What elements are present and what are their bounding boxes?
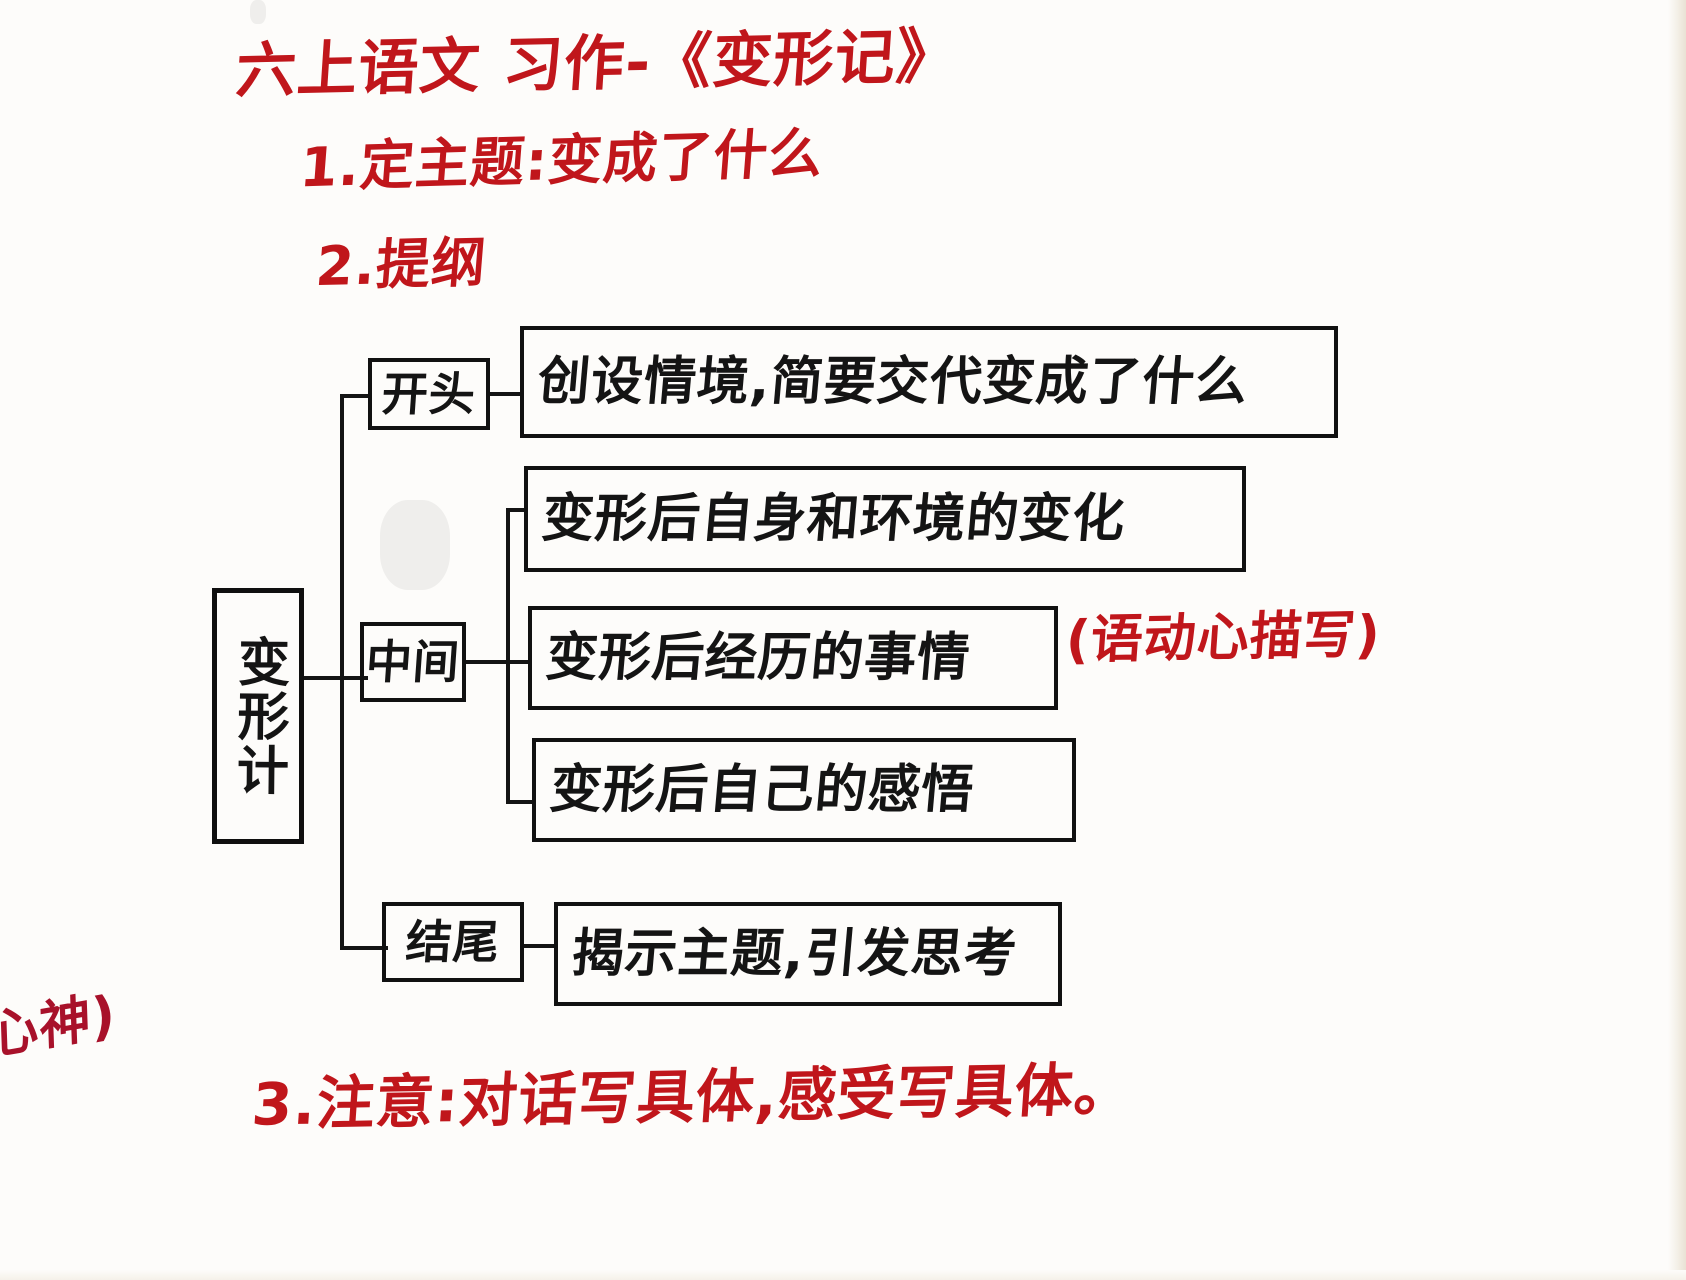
connector-branch2-riser — [506, 508, 510, 804]
content-text: 揭示主题,引发思考 — [569, 924, 1020, 984]
connector-root-stem — [304, 676, 344, 680]
step-2-text: 2.提纲 — [313, 230, 489, 299]
content-box-zhongjian-1[interactable]: 变形后自身和环境的变化 — [524, 466, 1246, 572]
mindmap-root-label: 变形计 — [227, 634, 290, 798]
connector-branch3-to-item — [522, 944, 556, 948]
content-text: 变形后经历的事情 — [543, 628, 973, 688]
branch-label: 结尾 — [404, 915, 502, 969]
content-text: 变形后自己的感悟 — [547, 760, 977, 820]
corner-annotation: 心神) — [0, 984, 117, 1068]
branch-label: 中间 — [364, 635, 462, 689]
connector-branch2-to-item-1 — [506, 508, 528, 512]
connector-spine — [340, 394, 344, 950]
mindmap-branch-kaitou[interactable]: 开头 — [368, 358, 490, 430]
paper-edge-right — [1668, 0, 1686, 1280]
connector-spine-to-branch-2 — [340, 676, 368, 680]
mindmap-branch-jiewei[interactable]: 结尾 — [382, 902, 524, 982]
paper-edge-bottom — [0, 1270, 1686, 1280]
content-box-zhongjian-2[interactable]: 变形后经历的事情 — [528, 606, 1058, 710]
step-1-text: 1.定主题:变成了什么 — [297, 121, 826, 200]
content-box-jiewei-1[interactable]: 揭示主题,引发思考 — [554, 902, 1062, 1006]
mindmap-root-node[interactable]: 变形计 — [212, 588, 304, 844]
content-text: 变形后自身和环境的变化 — [539, 489, 1129, 549]
content-box-zhongjian-3[interactable]: 变形后自己的感悟 — [532, 738, 1076, 842]
annotation-description-methods: (语动心描写) — [1063, 605, 1383, 671]
connector-branch2-to-item-3 — [506, 800, 532, 804]
branch-label: 开头 — [380, 367, 478, 421]
step-3-text: 3.注意:对话写具体,感受写具体。 — [249, 1055, 1136, 1139]
content-box-kaitou-1[interactable]: 创设情境,简要交代变成了什么 — [520, 326, 1338, 438]
connector-branch2-to-item-2 — [506, 660, 530, 664]
mindmap-branch-zhongjian[interactable]: 中间 — [360, 622, 466, 702]
connector-branch2-stem — [462, 660, 508, 664]
scan-smudge — [380, 500, 450, 590]
page-title: 六上语文 习作-《变形记》 — [233, 21, 960, 107]
connector-spine-to-branch-3 — [340, 946, 388, 950]
connector-branch1-to-item — [488, 392, 522, 396]
scan-smudge — [250, 0, 266, 24]
content-text: 创设情境,简要交代变成了什么 — [535, 352, 1251, 412]
connector-spine-to-branch-1 — [340, 394, 370, 398]
